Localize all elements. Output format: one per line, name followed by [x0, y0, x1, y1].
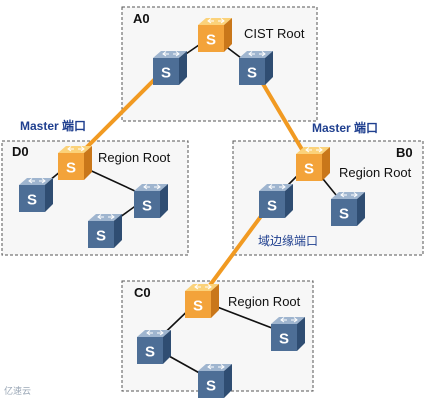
- d0-region-root-label: Region Root: [98, 150, 171, 165]
- b0-root-switch-icon: [295, 146, 331, 182]
- c0-region-root-label: Region Root: [228, 294, 301, 309]
- d0-switch-bottom-icon: [87, 213, 123, 249]
- c0-switch-left-icon: [136, 329, 172, 365]
- master-port-right-label: Master 端口: [312, 121, 379, 135]
- region-c0-name: C0: [134, 285, 151, 300]
- c0-switch-right-icon: [270, 316, 306, 352]
- region-b0-name: B0: [396, 145, 413, 160]
- b0-switch-right-icon: [330, 191, 366, 227]
- b0-switch-left-icon: [258, 183, 294, 219]
- edge-port-label: 域边缘端口: [258, 234, 319, 248]
- cist-root-label: CIST Root: [244, 26, 305, 41]
- region-a0-name: A0: [133, 11, 150, 26]
- d0-switch-left-icon: [18, 177, 54, 213]
- a0-switch-right-icon: [238, 50, 274, 86]
- c0-switch-bottom-icon: [197, 363, 233, 399]
- d0-switch-right-icon: [133, 183, 169, 219]
- region-d0-name: D0: [12, 144, 29, 159]
- c0-root-switch-icon: [184, 283, 220, 319]
- master-port-left-label: Master 端口: [20, 119, 87, 133]
- a0-root-switch-icon: [197, 17, 233, 53]
- a0-switch-left-icon: [152, 50, 188, 86]
- watermark: 亿速云: [4, 386, 32, 396]
- d0-root-switch-icon: [57, 145, 93, 181]
- b0-region-root-label: Region Root: [339, 165, 412, 180]
